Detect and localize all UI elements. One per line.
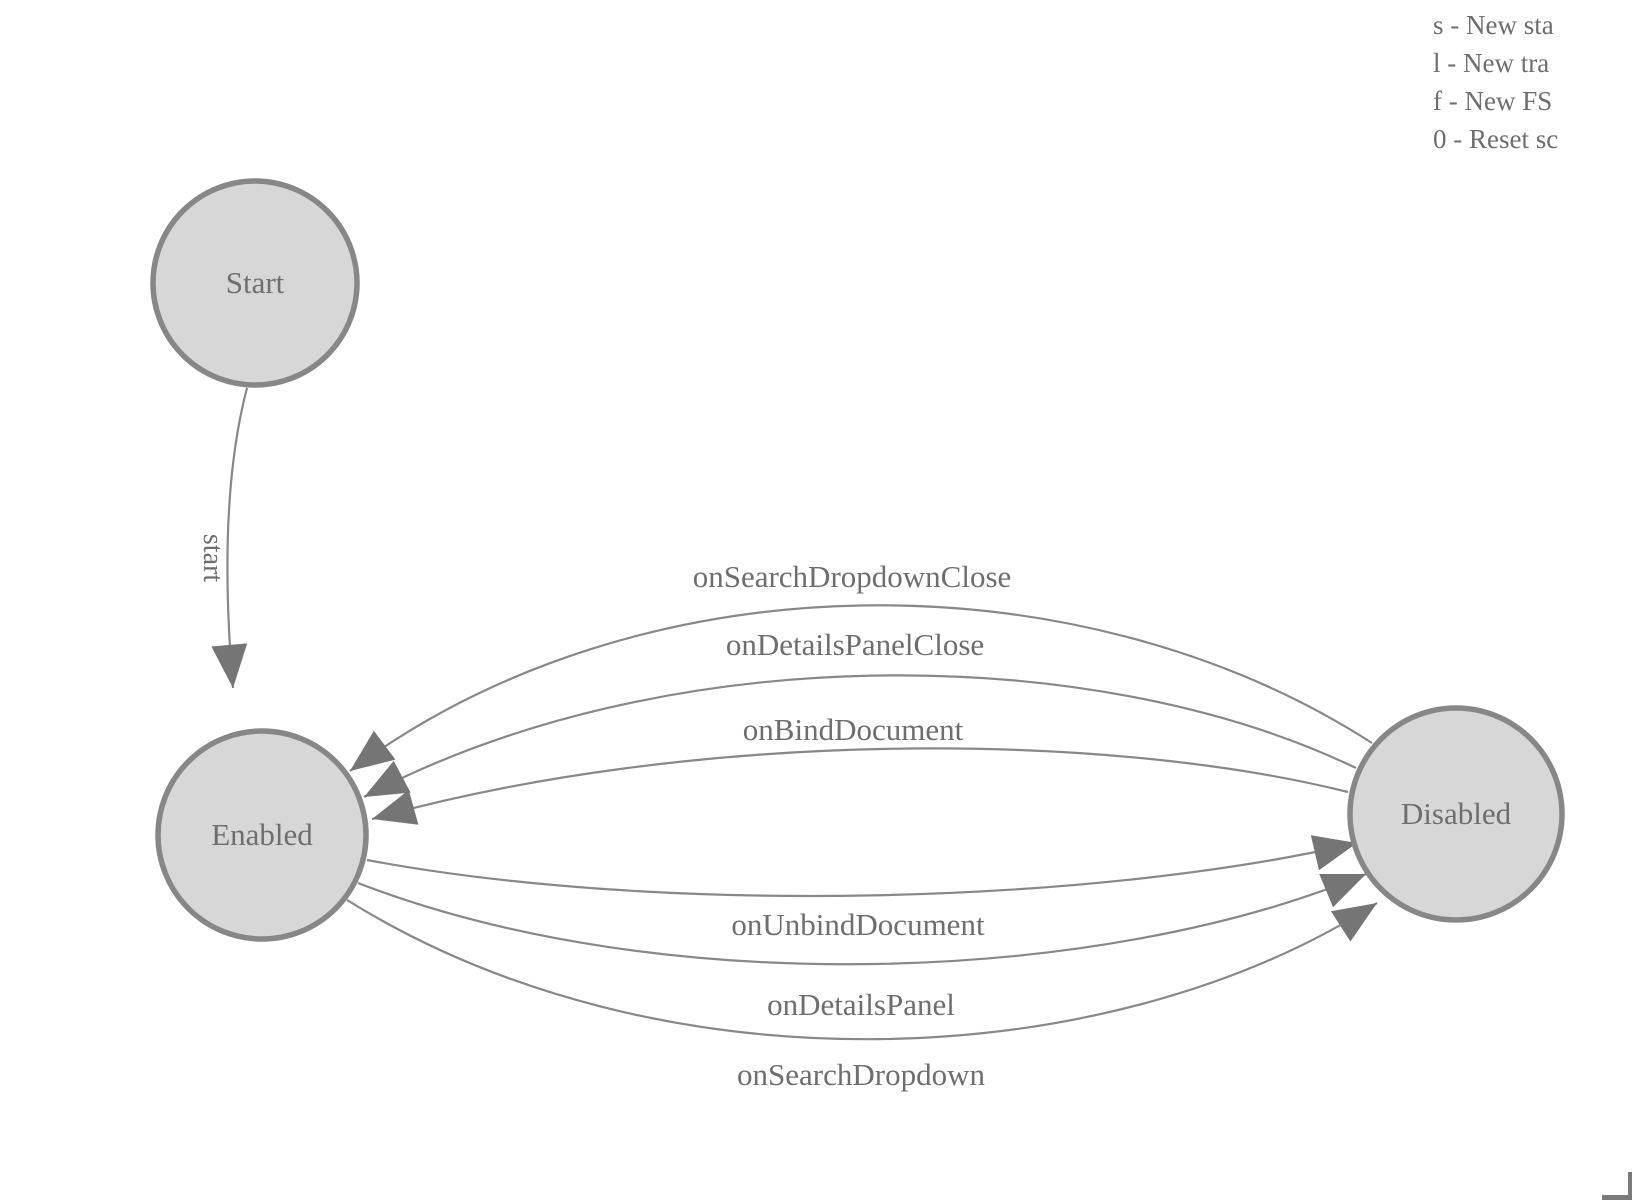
state-node-start[interactable]: Start <box>150 178 360 388</box>
state-circle-start[interactable] <box>150 178 360 388</box>
transition-edge-onDetailsPanel[interactable] <box>357 872 1367 966</box>
transition-enabled-to-disabled-onSearchDropdown: onSearchDropdown <box>346 899 1378 1092</box>
transition-enabled-to-disabled-onDetailsPanel: onDetailsPanel <box>357 872 1367 1022</box>
state-label-start: Start <box>226 265 285 300</box>
corner-frame-mark <box>1602 1195 1632 1200</box>
legend-item-new-state: s - New sta <box>1433 10 1554 40</box>
state-node-disabled[interactable]: Disabled <box>1347 705 1565 923</box>
legend: s - New sta l - New tra f - New FS 0 - R… <box>1433 6 1558 158</box>
transition-label-onUnbindDocument: onUnbindDocument <box>731 907 985 942</box>
transition-label-onSearchDropdownClose: onSearchDropdownClose <box>693 559 1012 594</box>
transition-start-to-enabled: start <box>197 387 249 689</box>
transition-label-onSearchDropdown: onSearchDropdown <box>737 1057 985 1092</box>
state-circle-enabled[interactable] <box>155 728 369 942</box>
transition-edge-onSearchDropdownClose[interactable] <box>349 604 1373 772</box>
transition-edge-onUnbindDocument[interactable] <box>366 835 1358 898</box>
legend-item-reset: 0 - Reset sc <box>1433 124 1559 154</box>
corner-frame-mark <box>1628 1172 1632 1200</box>
transition-label-onDetailsPanelClose: onDetailsPanelClose <box>726 627 984 662</box>
state-node-enabled[interactable]: Enabled <box>155 728 369 942</box>
transition-disabled-to-enabled-onDetailsPanelClose: onDetailsPanelClose <box>363 627 1357 798</box>
transition-enabled-to-disabled-onUnbindDocument: onUnbindDocument <box>366 835 1358 942</box>
transition-edge-onDetailsPanelClose[interactable] <box>363 674 1357 798</box>
legend-item-new-fsm: f - New FS <box>1433 86 1553 116</box>
transition-label-onBindDocument: onBindDocument <box>743 712 964 747</box>
legend-item-new-transition: l - New tra <box>1433 48 1550 78</box>
state-label-disabled: Disabled <box>1401 796 1512 831</box>
transition-edge-onBindDocument[interactable] <box>371 747 1349 825</box>
transition-edge-onSearchDropdown[interactable] <box>346 899 1378 1041</box>
transition-disabled-to-enabled-onSearchDropdownClose: onSearchDropdownClose <box>349 559 1373 772</box>
transition-edge-start[interactable] <box>211 387 249 689</box>
state-label-enabled: Enabled <box>211 817 313 852</box>
state-circle-disabled[interactable] <box>1347 705 1565 923</box>
transition-disabled-to-enabled-onBindDocument: onBindDocument <box>371 712 1349 825</box>
transition-label-onDetailsPanel: onDetailsPanel <box>767 987 955 1022</box>
transition-label-start: start <box>197 534 228 582</box>
